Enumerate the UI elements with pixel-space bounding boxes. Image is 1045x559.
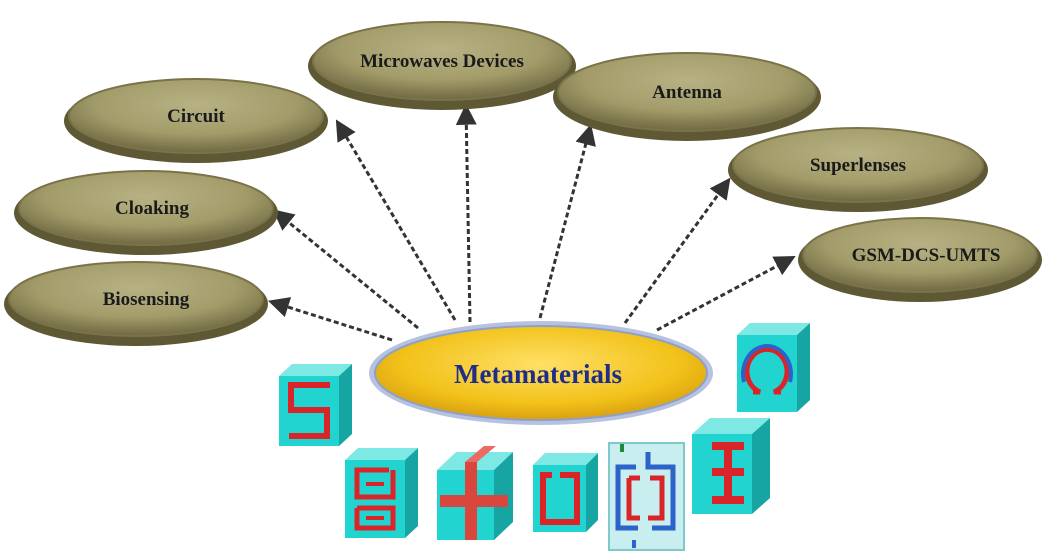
application-node-microwaves: Microwaves Devices — [308, 21, 576, 110]
application-label: Circuit — [167, 106, 225, 127]
h-resonator-icon — [692, 418, 770, 514]
dual-split-ring-icon — [608, 442, 685, 551]
application-node-antenna: Antenna — [553, 52, 821, 141]
application-node-biosensing: Biosensing — [4, 261, 268, 346]
arrow-to-superlenses — [623, 177, 731, 324]
application-node-cloaking: Cloaking — [14, 170, 278, 255]
application-label: Cloaking — [115, 198, 189, 219]
application-label: Superlenses — [810, 155, 906, 176]
application-label: Antenna — [652, 82, 722, 103]
application-label: Biosensing — [103, 289, 190, 310]
arrow-to-circuit — [335, 119, 457, 321]
application-label: Microwaves Devices — [360, 51, 524, 72]
center-node-metamaterials: Metamaterials — [369, 321, 713, 425]
arrow-to-antenna — [538, 123, 596, 319]
split-ring-resonator-icon — [533, 453, 598, 532]
arrow-to-biosensing — [267, 297, 393, 342]
application-node-superlenses: Superlenses — [728, 127, 988, 212]
arrow-to-cloaking — [272, 209, 419, 330]
omega-resonator-icon — [737, 323, 810, 412]
center-label: Metamaterials — [454, 359, 622, 389]
arrows — [267, 103, 796, 342]
s-resonator-icon — [279, 364, 352, 446]
application-node-gsm: GSM-DCS-UMTS — [798, 217, 1042, 302]
cross-resonator-icon — [437, 446, 513, 540]
application-node-circuit: Circuit — [64, 78, 328, 163]
arrow-to-microwaves — [455, 103, 477, 323]
double-e-resonator-icon — [345, 448, 418, 538]
arrow-to-gsm — [656, 256, 796, 332]
application-label: GSM-DCS-UMTS — [852, 245, 1001, 266]
